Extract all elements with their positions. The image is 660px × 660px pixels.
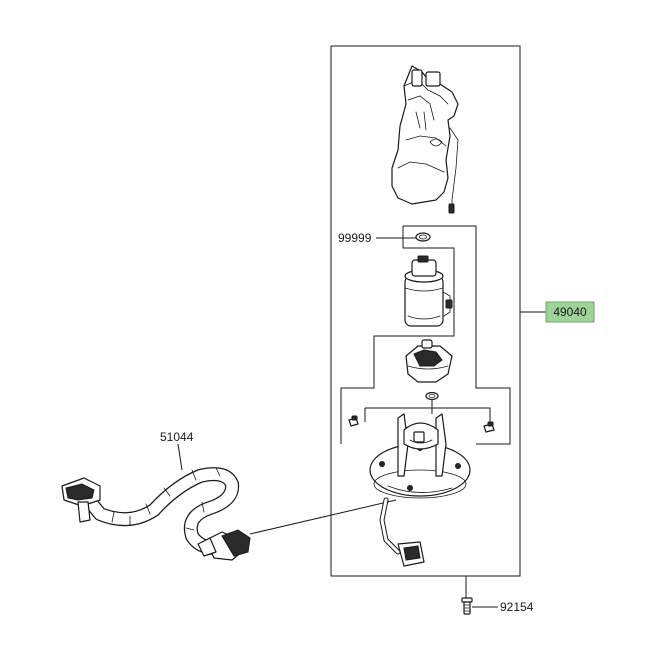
part-number-99999[interactable]: 99999	[338, 231, 372, 245]
part-number-51044[interactable]: 51044	[160, 430, 194, 444]
pump-housing-illustration	[391, 65, 459, 214]
fuel-filter-illustration	[405, 339, 453, 383]
part-number-92154[interactable]: 92154	[500, 600, 534, 614]
o-ring-illustration	[415, 232, 431, 242]
screw-right-illustration	[483, 421, 495, 433]
fuel-pump-motor-illustration	[404, 255, 453, 327]
filter-o-ring-illustration	[425, 391, 439, 401]
screw-left-illustration	[348, 415, 359, 427]
assembly-frame	[330, 45, 546, 577]
fuel-hose-illustration	[61, 467, 251, 561]
hose-leader	[177, 443, 183, 471]
pump-connector-wire-illustration	[379, 497, 425, 567]
part-number-49040-label: 49040	[553, 305, 587, 319]
sub-assembly-leaders	[249, 225, 511, 608]
bolt-illustration	[461, 597, 473, 615]
part-number-49040[interactable]: 49040	[545, 301, 595, 323]
flange-plate-illustration	[369, 413, 471, 499]
